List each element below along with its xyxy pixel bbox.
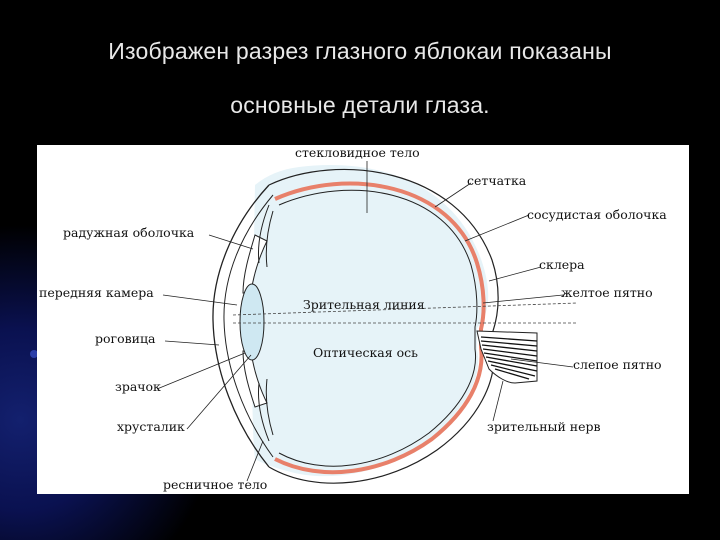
label-choroid: сосудистая оболочка [527, 207, 667, 222]
eye-cross-section: стекловидное тело сетчатка сосудистая об… [39, 145, 667, 492]
label-optic-nerve: зрительный нерв [487, 419, 601, 434]
optic-nerve-fibers [480, 336, 538, 380]
vitreous-body [252, 164, 489, 477]
visual-line [232, 302, 578, 316]
label-sclera: склера [539, 257, 585, 272]
cornea [212, 184, 270, 468]
label-blind-spot: слепое пятно [573, 357, 662, 372]
choroid-band [274, 181, 486, 475]
sclera-outline [268, 168, 499, 484]
ciliary-lower [258, 378, 274, 442]
label-visual-line: Зрительная линия [303, 297, 425, 312]
bullet-dot [30, 350, 38, 358]
label-optical-axis: Оптическая ось [313, 345, 418, 360]
label-macula: желтое пятно [561, 285, 653, 300]
label-lens: хрусталик [117, 419, 185, 434]
slide-title-line-2: основные детали глаза. [230, 92, 490, 118]
leader-lines [156, 161, 574, 482]
label-cornea: роговица [95, 331, 156, 346]
label-retina: сетчатка [467, 173, 527, 188]
cornea-inner [223, 194, 274, 458]
label-vitreous: стекловидное тело [295, 145, 420, 160]
slide-title-line-1: Изображен разрез глазного яблокаи показа… [108, 38, 612, 64]
eye-diagram: стекловидное тело сетчатка сосудистая об… [37, 145, 689, 494]
label-pupil: зрачок [115, 379, 161, 394]
lens [239, 283, 265, 361]
label-ciliary-body: ресничное тело [163, 477, 267, 492]
label-anterior-chamber: передняя камера [39, 285, 154, 300]
label-iris: радужная оболочка [63, 225, 195, 240]
retina-line [278, 189, 478, 467]
ciliary-upper [258, 204, 274, 268]
